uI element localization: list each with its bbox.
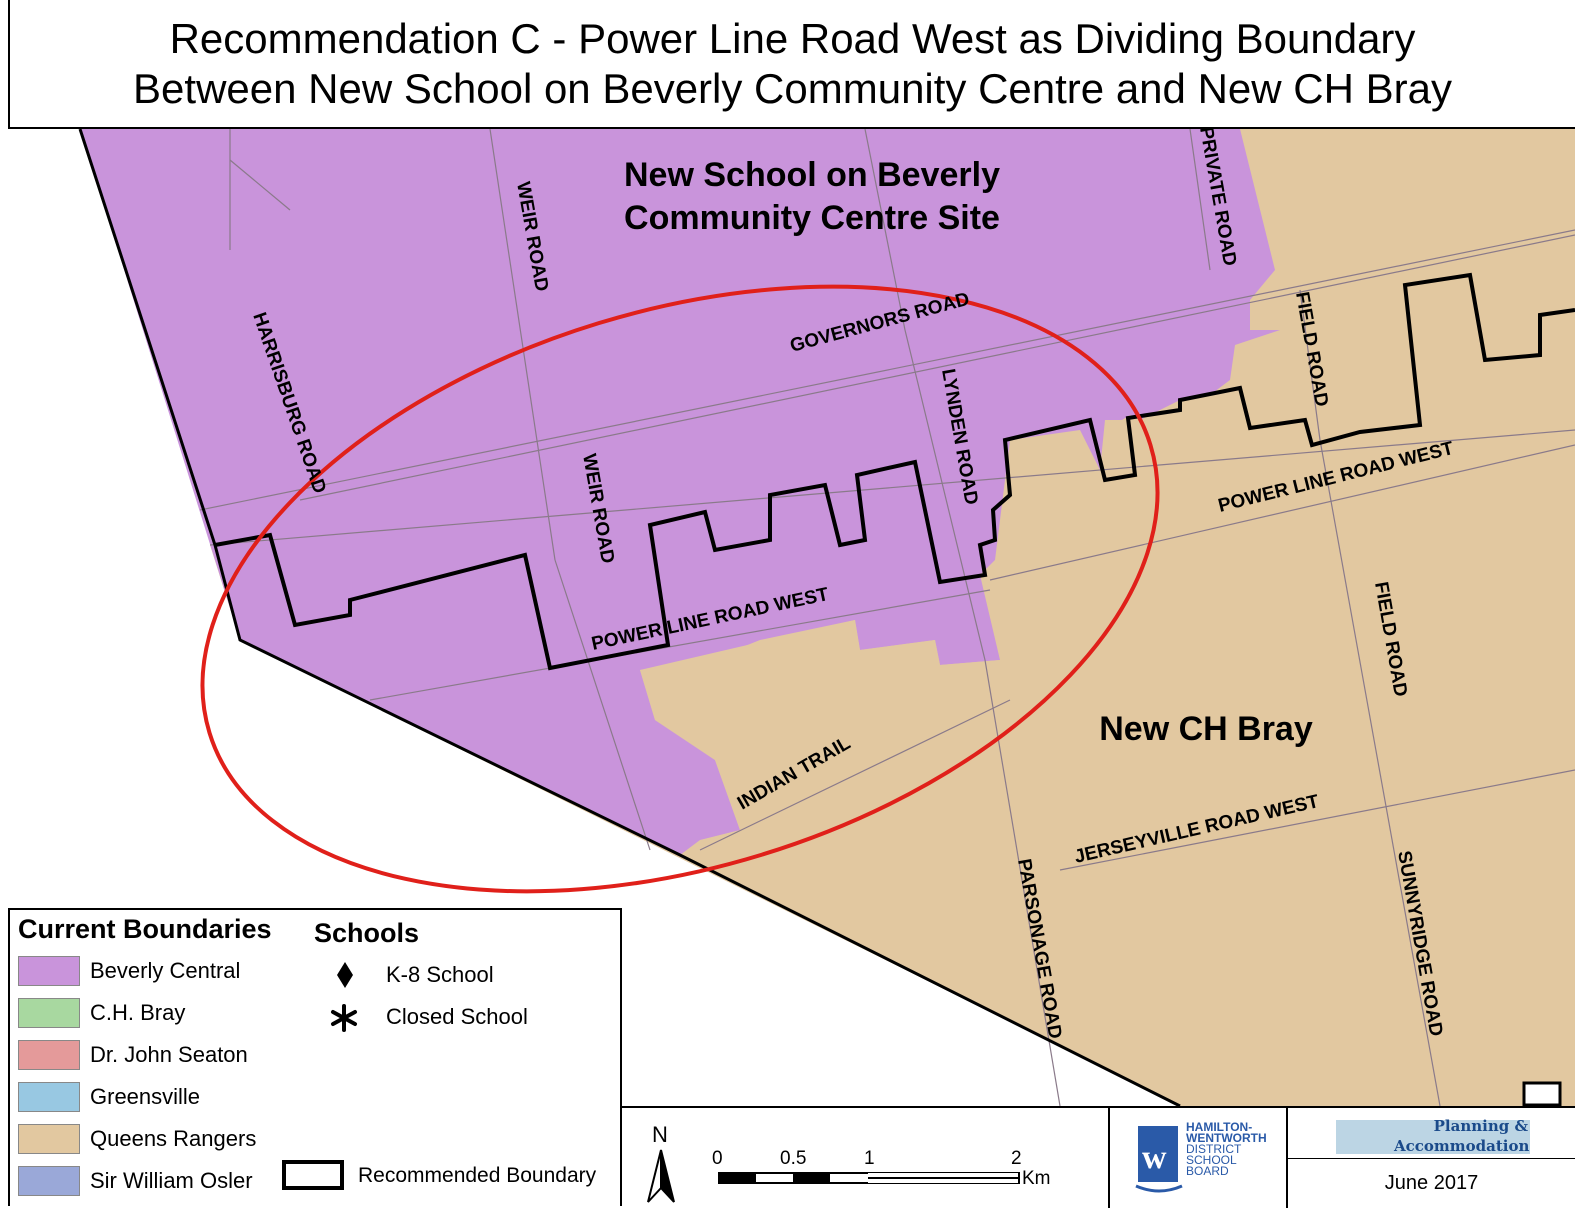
road-network bbox=[199, 128, 1575, 1107]
legend-label-beverly-central: Beverly Central bbox=[90, 958, 241, 983]
scale-unit: Km bbox=[1022, 1168, 1051, 1189]
swatch-beverly-central bbox=[18, 956, 80, 986]
area-label-north-1: New School on Beverly bbox=[624, 156, 1000, 194]
swatch-dr-john-seaton bbox=[18, 1040, 80, 1070]
svg-text:w: w bbox=[1142, 1139, 1167, 1176]
beverly-central-area bbox=[80, 129, 1280, 855]
diamond-icon bbox=[337, 962, 353, 988]
map-date: June 2017 bbox=[1384, 1172, 1479, 1194]
swatch-sir-william-osler bbox=[18, 1166, 80, 1196]
north-arrow-icon bbox=[647, 1149, 675, 1203]
legend-label-recommended-boundary: Recommended Boundary bbox=[358, 1164, 597, 1187]
swatch-queens-rangers bbox=[18, 1124, 80, 1154]
legend-label-dr-john-seaton: Dr. John Seaton bbox=[90, 1042, 248, 1067]
planning-banner-image bbox=[1336, 1120, 1530, 1154]
title-box: Recommendation C - Power Line Road West … bbox=[8, 0, 1575, 129]
legend-label-ch-bray: C.H. Bray bbox=[90, 1000, 186, 1025]
legend: Current Boundaries Schools Beverly Centr… bbox=[8, 908, 622, 1206]
recommended-boundary-swatch bbox=[282, 1160, 344, 1190]
focus-ellipse bbox=[200, 284, 1160, 894]
legend-label-queens-rangers: Queens Rangers bbox=[90, 1126, 257, 1151]
hwdsb-logo-icon: w bbox=[1135, 1126, 1183, 1193]
legend-label-greensville: Greensville bbox=[90, 1084, 201, 1109]
scale-tick-0: 0 bbox=[712, 1148, 723, 1169]
scale-bar bbox=[718, 1172, 1020, 1184]
legend-label-k8-school: K-8 School bbox=[386, 962, 494, 987]
scale-tick-2: 2 bbox=[1011, 1148, 1022, 1169]
legend-label-sir-william-osler: Sir William Osler bbox=[90, 1168, 253, 1193]
scale-tick-1: 1 bbox=[864, 1148, 875, 1169]
swatch-greensville bbox=[18, 1082, 80, 1112]
legend-label-closed-school: Closed School bbox=[386, 1004, 528, 1029]
legend-boundaries-title: Current Boundaries bbox=[18, 914, 272, 944]
area-label-south: New CH Bray bbox=[1099, 710, 1313, 748]
asterisk-icon bbox=[331, 1004, 357, 1032]
north-label: N bbox=[652, 1122, 668, 1147]
title-line-2: Between New School on Beverly Community … bbox=[133, 65, 1452, 112]
swatch-ch-bray bbox=[18, 998, 80, 1028]
recommended-boundary-line bbox=[214, 272, 1575, 671]
area-label-north-2: Community Centre Site bbox=[624, 199, 1000, 237]
title-line-1: Recommendation C - Power Line Road West … bbox=[169, 15, 1416, 62]
footer: N 0 0.5 1 2 Km w HAMILTON- WENTWORTH DIS… bbox=[622, 1106, 1575, 1208]
planning-accommodation-text: Planning & Accommodation bbox=[1394, 1117, 1530, 1155]
outer-boundary bbox=[78, 128, 1181, 1108]
hwdsb-logo-text: HAMILTON- WENTWORTH DISTRICT SCHOOL BOAR… bbox=[1186, 1120, 1267, 1178]
scale-tick-05: 0.5 bbox=[780, 1148, 807, 1169]
legend-schools-title: Schools bbox=[314, 918, 420, 948]
